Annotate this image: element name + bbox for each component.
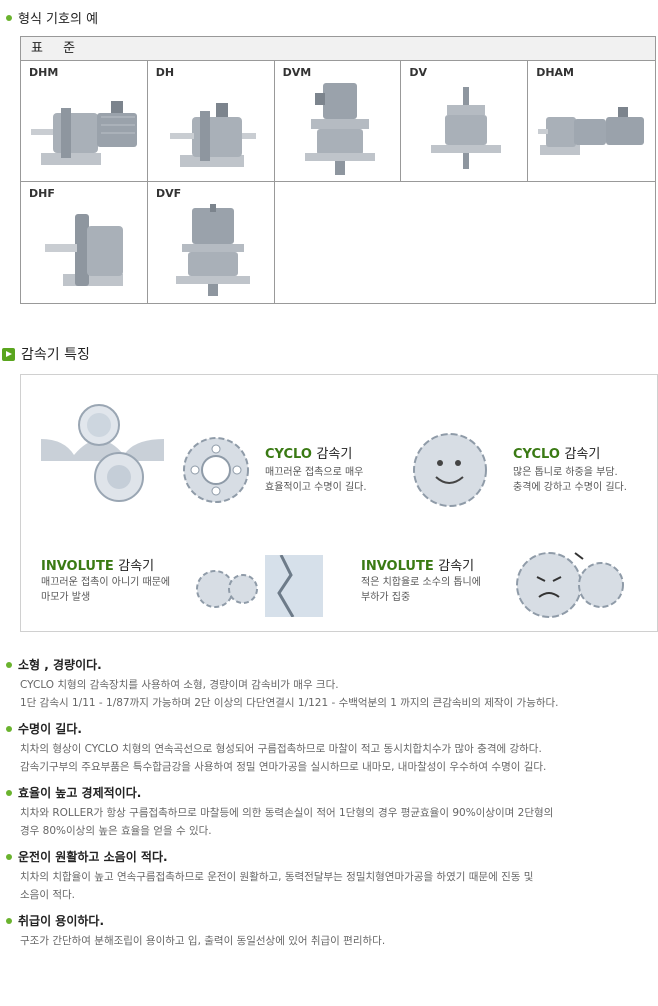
bullet-icon — [6, 14, 12, 21]
horizontal-reducer-icon — [169, 103, 256, 167]
type-label: DV — [409, 66, 428, 79]
type-cell-dvm: DVM — [275, 61, 402, 182]
panel2-title: CYCLO 감속기 — [513, 447, 601, 462]
feature-title: 소형 , 경량이다. — [18, 658, 102, 672]
list-item: 취급이 용이하다. 구조가 간단하여 분해조립이 용이하고 입, 출력이 동일선… — [6, 912, 656, 950]
feature-title: 운전이 원활하고 소음이 적다. — [18, 850, 168, 864]
involute-gear-contact-icon — [196, 555, 323, 617]
feature-line: 치차의 형상이 CYCLO 치형의 연속곡선으로 형성되어 구름접촉하므로 마찰… — [20, 743, 542, 755]
panel2-desc: 많은 톱니로 하중을 부담. 충격에 강하고 수명이 길다. — [513, 467, 627, 493]
type-cell-dham: DHAM — [528, 61, 655, 182]
type-cell-dvf: DVF — [148, 182, 275, 303]
type-label: DHF — [29, 187, 55, 200]
feature-line: 치차의 치합율이 높고 연속구름접촉하므로 운전이 원활하고, 동력전달부는 정… — [20, 871, 534, 883]
type-cell-dhf: DHF — [21, 182, 148, 303]
feature-line: 경우 80%이상의 높은 효율을 얻을 수 있다. — [20, 825, 212, 837]
flange-reducer-icon — [45, 214, 123, 286]
section-title-features: 감속기 특징 — [2, 344, 90, 364]
table-row: DHF DVF — [21, 182, 655, 303]
feature-title: 효율이 높고 경제적이다. — [18, 786, 142, 800]
cyclo-disc-icon — [183, 437, 249, 503]
feature-line: CYCLO 치형의 감속장치를 사용하여 소형, 경량이며 감속비가 매우 크다… — [20, 679, 339, 691]
type-cell-dv: DV — [401, 61, 529, 182]
section-title-text: 형식 기호의 예 — [18, 12, 99, 27]
play-icon — [2, 347, 15, 361]
bullet-icon — [6, 853, 12, 860]
type-table: 표 준 DHM DH — [20, 36, 656, 304]
feature-line: 감속기구부의 주요부품은 특수합금강을 사용하여 정밀 연마가공을 실시하므로 … — [20, 761, 547, 773]
feature-line: 구조가 간단하여 분해조립이 용이하고 입, 출력이 동일선상에 있어 취급이 … — [20, 935, 386, 947]
list-item: 운전이 원활하고 소음이 적다. 치차의 치합율이 높고 연속구름접촉하므로 운… — [6, 848, 656, 904]
feature-line: 소음이 적다. — [20, 889, 75, 901]
panel3-title: INVOLUTE 감속기 — [41, 559, 155, 574]
feature-title: 취급이 용이하다. — [18, 914, 105, 928]
feature-title: 수명이 길다. — [18, 722, 82, 736]
horizontal-motor-reducer-icon — [31, 101, 137, 165]
type-cell-dhm: DHM — [21, 61, 148, 182]
type-label: DVF — [156, 187, 182, 200]
involute-angry-gear-icon — [516, 552, 624, 618]
vertical-reducer-icon — [431, 87, 502, 169]
feature-line: 치차와 ROLLER가 항상 구름접촉하므로 마찰등에 의한 동력손실이 적어 … — [20, 807, 554, 819]
panel3-desc: 매끄러운 접촉이 아니기 때문에 마모가 발생 — [41, 577, 171, 603]
bullet-icon — [6, 725, 12, 732]
feature-comparison-box: CYCLO 감속기 매끄러운 접촉으로 매우 효율적이고 수명이 길다. CYC… — [20, 374, 658, 632]
table-row: DHM DH — [21, 61, 655, 182]
table-header: 표 준 — [21, 37, 655, 61]
type-cell-dh: DH — [148, 61, 275, 182]
type-label: DHM — [29, 66, 59, 79]
vertical-motor-reducer-icon — [304, 83, 375, 175]
type-label: DHAM — [536, 66, 574, 79]
section-title-text: 감속기 특징 — [21, 347, 90, 363]
feature-line: 1단 감속시 1/11 - 1/87까지 가능하며 2단 이상의 다단연결시 1… — [20, 697, 559, 709]
list-item: 효율이 높고 경제적이다. 치차와 ROLLER가 항상 구름접촉하므로 마찰등… — [6, 784, 656, 840]
cyclo-smile-gear-icon — [413, 433, 487, 507]
section-title-type-examples: 형식 기호의 예 — [6, 8, 98, 27]
panel1-title: CYCLO 감속기 — [265, 447, 353, 462]
horizontal-double-reducer-icon — [538, 107, 645, 155]
cyclo-rolling-contact-icon — [41, 404, 164, 502]
feature-list: 소형 , 경량이다. CYCLO 치형의 감속장치를 사용하여 소형, 경량이며… — [6, 656, 656, 958]
type-label: DH — [155, 66, 175, 79]
type-cell-empty — [275, 182, 402, 303]
vertical-flange-reducer-icon — [176, 204, 250, 296]
list-item: 소형 , 경량이다. CYCLO 치형의 감속장치를 사용하여 소형, 경량이며… — [6, 656, 656, 712]
panel4-title: INVOLUTE 감속기 — [361, 559, 475, 574]
bullet-icon — [6, 789, 12, 796]
bullet-icon — [6, 917, 12, 924]
bullet-icon — [6, 661, 12, 668]
list-item: 수명이 길다. 치차의 형상이 CYCLO 치형의 연속곡선으로 형성되어 구름… — [6, 720, 656, 776]
panel4-desc: 적은 치합율로 소수의 톱니에 부하가 집중 — [361, 577, 481, 603]
type-label: DVM — [282, 66, 312, 79]
panel1-desc: 매끄러운 접촉으로 매우 효율적이고 수명이 길다. — [265, 467, 367, 493]
